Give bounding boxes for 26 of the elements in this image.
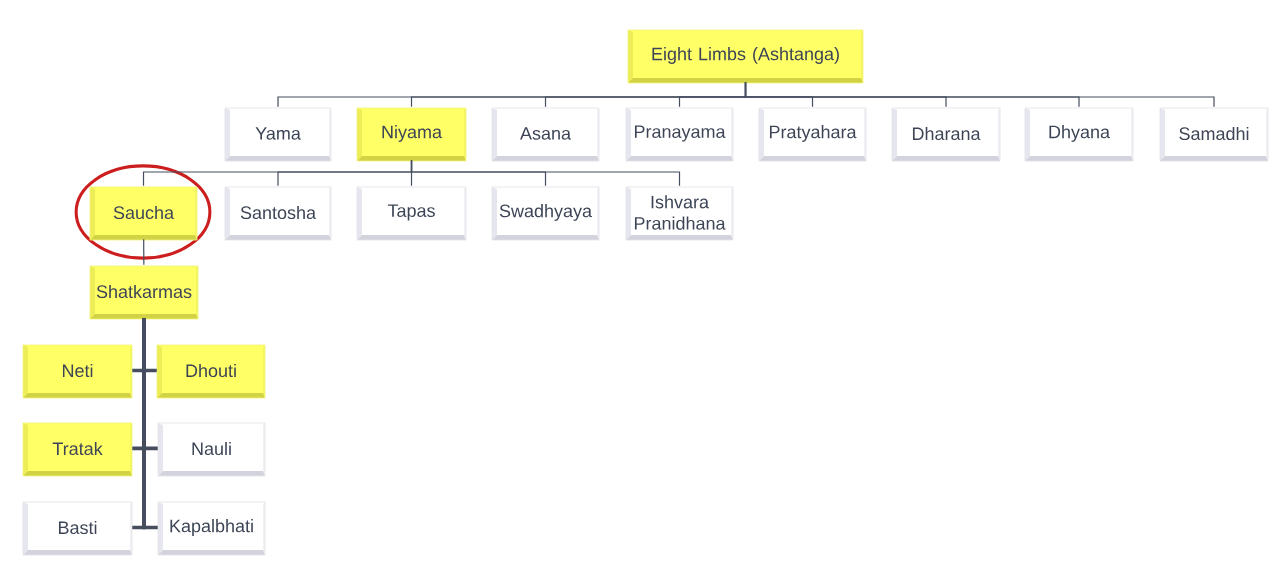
connector-line [143,238,145,266]
chart-box: Ishvara Pranidhana [625,186,734,241]
chart-box: Nauli [157,422,266,477]
highlighted-box: Eight Limbs (Ashtanga) [627,29,864,84]
highlighted-box: Shatkarmas [89,265,199,320]
connector-line [744,81,1215,108]
chart-box: Samadhi [1159,107,1269,162]
chart-box: Santosha [224,186,332,241]
highlighted-box: Dhouti [156,344,266,399]
chart-box: Asana [491,107,600,162]
chart-box: Basti [22,501,133,556]
chart-box: Dhyana [1024,107,1134,162]
highlighted-box: Saucha [89,186,198,241]
highlight-ellipse [74,164,212,260]
connector-line [410,159,681,187]
chart-box: Pratyahara [758,107,867,162]
chart-box: Pranayama [625,107,734,162]
connector-line [142,318,158,530]
highlighted-box: Neti [22,344,133,399]
chart-box: Dharana [891,107,1001,162]
chart-box: Kapalbhati [157,501,266,556]
chart-box: Swadhyaya [491,186,600,241]
highlighted-box: Tratak [22,422,133,477]
chart-box: Yama [224,107,332,162]
highlighted-box: Niyama [356,107,467,162]
chart-box: Tapas [356,186,467,241]
